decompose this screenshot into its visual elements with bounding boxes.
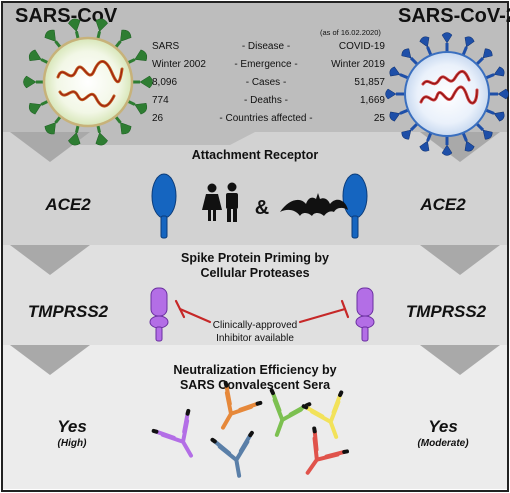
tmprss2-right-label: TMPRSS2 bbox=[406, 302, 487, 321]
sars-cov-2-virus-icon bbox=[385, 32, 509, 156]
row-right-1: Winter 2019 bbox=[331, 59, 385, 70]
tmprss2-protease-right-icon bbox=[355, 287, 375, 342]
row-right-3: 1,669 bbox=[360, 95, 385, 106]
inhibitor-line1: Clinically-approved bbox=[213, 320, 297, 331]
row-label-0: - Disease - bbox=[242, 41, 290, 52]
inhibitor-arrows bbox=[174, 299, 350, 324]
neutralization-title-line2: SARS Convalescent Sera bbox=[180, 378, 331, 392]
left-neutralization-yes: Yes bbox=[57, 417, 87, 436]
band-neutralization bbox=[3, 345, 507, 489]
row-right-0: COVID-19 bbox=[339, 41, 386, 52]
right-neutralization-yes: Yes bbox=[428, 417, 458, 436]
right-arrows bbox=[420, 132, 500, 375]
ace2-receptor-right-icon bbox=[342, 173, 368, 239]
row-label-4: - Countries affected - bbox=[219, 113, 312, 124]
as-of-date: (as of 16.02.2020) bbox=[320, 28, 381, 37]
right-virus-title: SARS-CoV-2 bbox=[398, 5, 510, 27]
row-left-1: Winter 2002 bbox=[152, 59, 206, 70]
ace2-left-label: ACE2 bbox=[44, 195, 91, 214]
right-neutralization-level: (Moderate) bbox=[417, 438, 469, 449]
ace2-right-label: ACE2 bbox=[419, 195, 466, 214]
sars-cov-virus-icon bbox=[23, 18, 153, 146]
humans-icon bbox=[202, 182, 238, 222]
row-left-2: 8,096 bbox=[152, 77, 177, 88]
row-left-3: 774 bbox=[152, 95, 169, 106]
band-top bbox=[3, 3, 507, 148]
band-priming bbox=[3, 245, 507, 352]
antibodies-icon bbox=[151, 380, 350, 478]
inhibitor-line2: Inhibitor available bbox=[216, 333, 294, 344]
row-right-4: 25 bbox=[374, 113, 386, 124]
row-left-4: 26 bbox=[152, 113, 164, 124]
left-virus-title: SARS-CoV bbox=[15, 5, 118, 27]
neutralization-title-line1: Neutralization Efficiency by bbox=[173, 363, 336, 377]
row-label-2: - Cases - bbox=[246, 77, 287, 88]
comparison-table: SARS - Disease - COVID-19 Winter 2002 - … bbox=[152, 41, 385, 124]
row-left-0: SARS bbox=[152, 41, 180, 52]
row-label-3: - Deaths - bbox=[244, 95, 288, 106]
row-label-1: - Emergence - bbox=[234, 59, 297, 70]
priming-title-line1: Spike Protein Priming by bbox=[181, 251, 329, 265]
tmprss2-left-label: TMPRSS2 bbox=[28, 302, 109, 321]
row-right-2: 51,857 bbox=[354, 77, 385, 88]
ace2-receptor-left-icon bbox=[151, 173, 177, 239]
priming-title-line2: Cellular Proteases bbox=[200, 266, 309, 280]
attachment-title: Attachment Receptor bbox=[192, 148, 319, 162]
tmprss2-protease-left-icon bbox=[149, 287, 169, 342]
band-attachment bbox=[3, 132, 507, 250]
bat-icon bbox=[280, 193, 348, 216]
and-symbol: & bbox=[255, 197, 269, 219]
left-neutralization-level: (High) bbox=[58, 438, 88, 449]
